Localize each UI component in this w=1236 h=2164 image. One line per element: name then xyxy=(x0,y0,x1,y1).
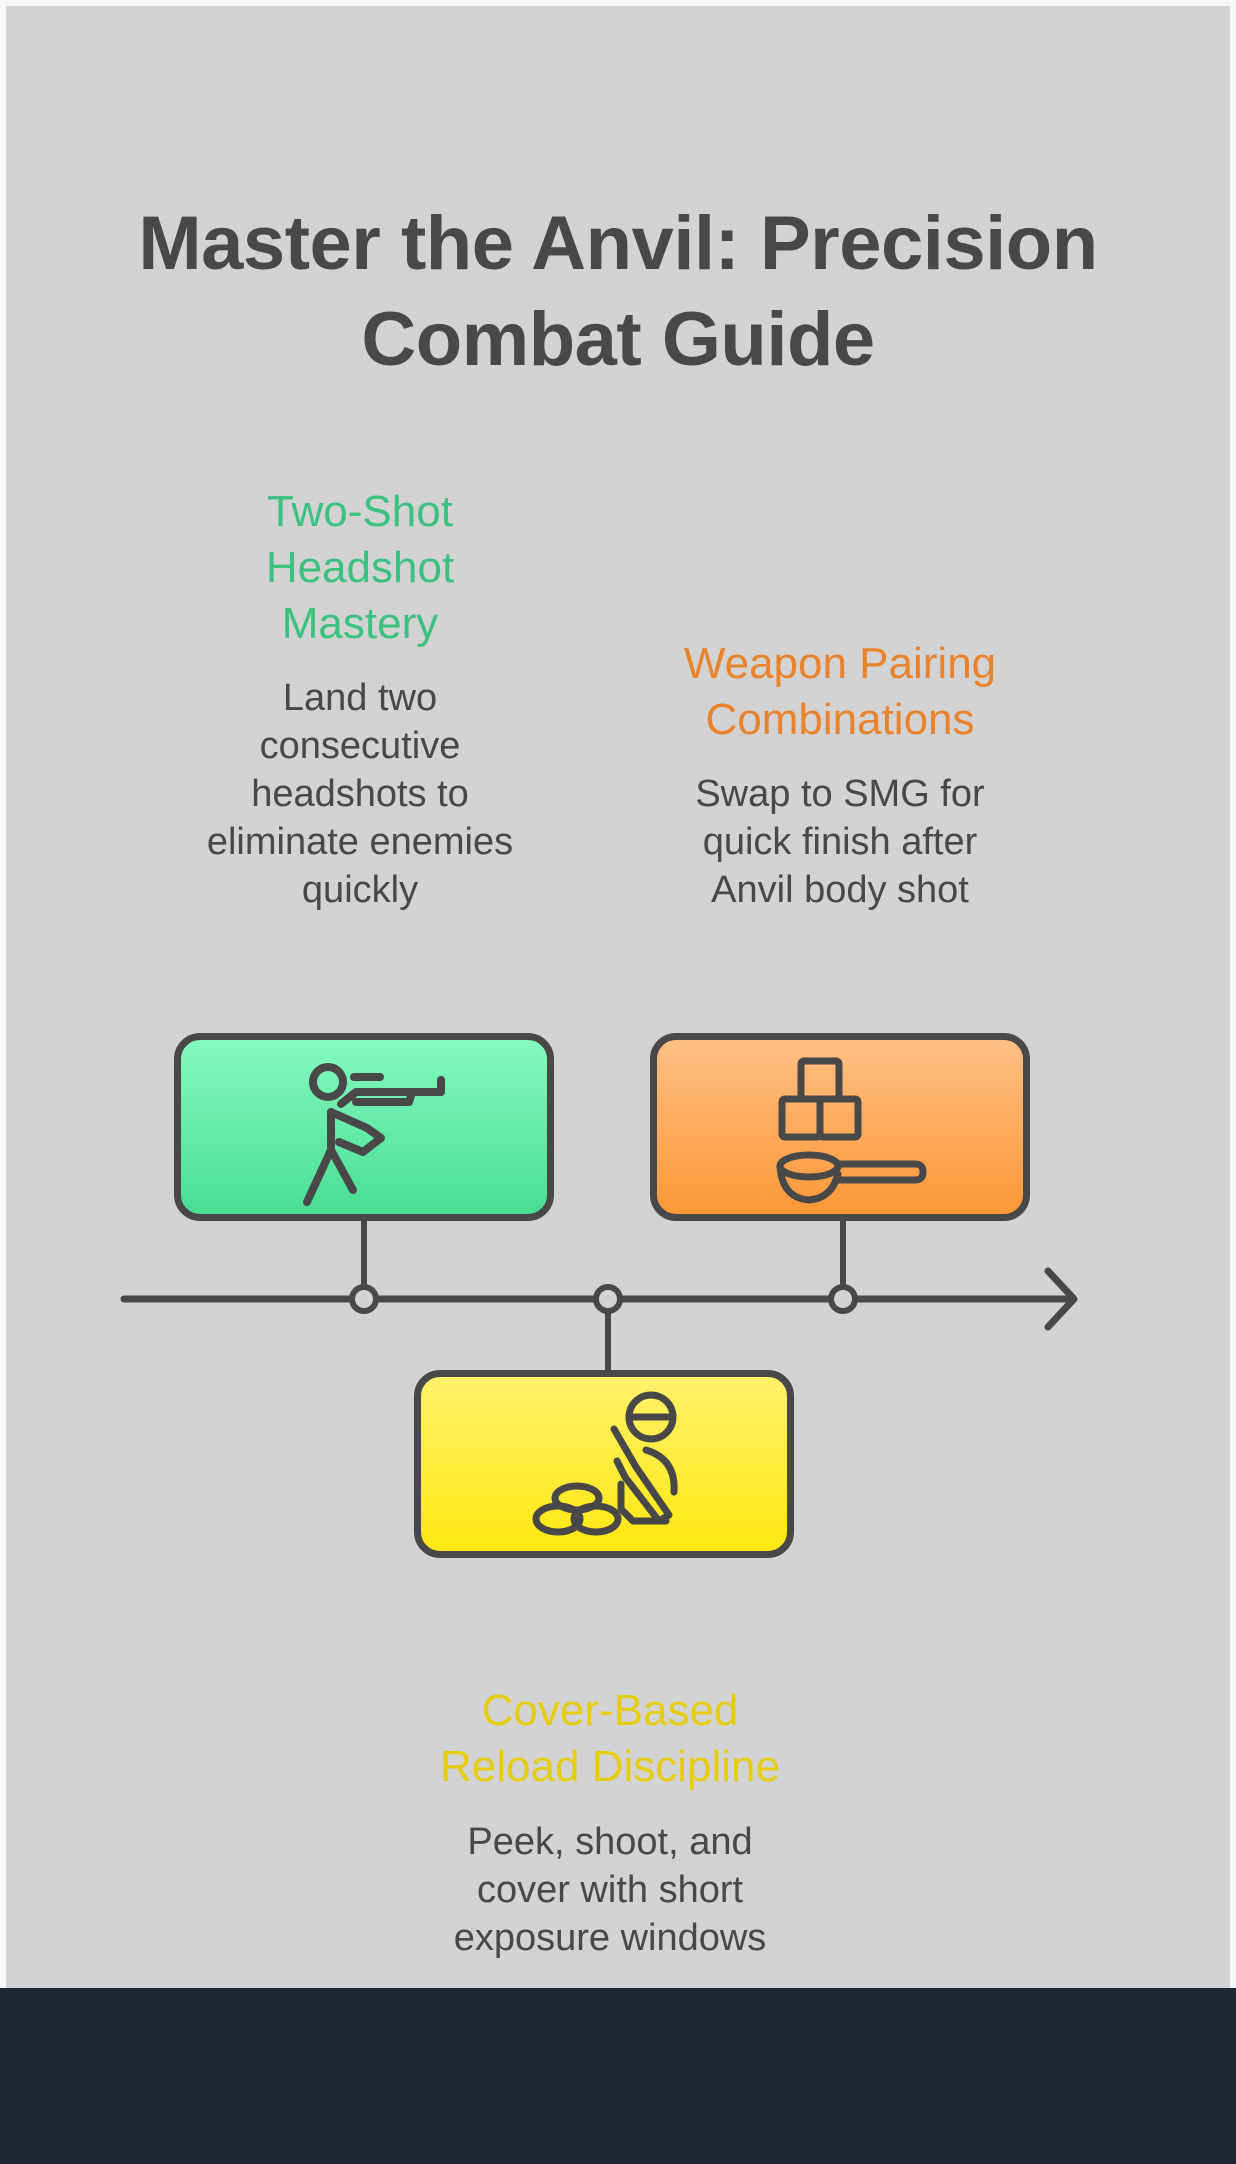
title-line-2: Combat Guide xyxy=(361,297,875,382)
step-1-heading-line: Headshot xyxy=(265,543,455,592)
step-3-description-line: Swap to SMG for xyxy=(695,773,985,815)
step-1-description: Land two consecutive headshots to elimin… xyxy=(160,674,560,914)
step-1-description-line: Land two xyxy=(282,677,438,719)
step-1-description-line: quickly xyxy=(301,869,419,911)
step-2-description-line: Peek, shoot, and xyxy=(467,1821,753,1863)
page-title: Master the Anvil: Precision Combat Guide xyxy=(0,196,1236,388)
step-1-heading-line: Mastery xyxy=(281,599,439,648)
step-2-heading-line: Cover-Based xyxy=(481,1686,739,1735)
step-1-heading: Two-Shot Headshot Mastery xyxy=(160,484,560,652)
step-2-description: Peek, shoot, and cover with short exposu… xyxy=(380,1818,840,1962)
footer-bar xyxy=(0,1988,1236,2164)
step-3-icon-box xyxy=(650,1033,1030,1221)
step-1-description-line: eliminate enemies xyxy=(206,821,514,863)
timeline-arrowhead xyxy=(1044,1267,1078,1331)
step-3-description: Swap to SMG for quick finish after Anvil… xyxy=(640,770,1040,914)
timeline-node-3 xyxy=(828,1284,858,1314)
step-3-heading: Weapon Pairing Combinations xyxy=(640,636,1040,748)
step-1-icon-box xyxy=(174,1033,554,1221)
step-2-icon-box xyxy=(414,1370,794,1558)
step-1-heading-line: Two-Shot xyxy=(267,487,453,536)
rifle-shooter-icon xyxy=(303,1063,445,1206)
step-3-heading-line: Weapon Pairing xyxy=(683,639,997,688)
step-3-description-line: Anvil body shot xyxy=(711,869,969,911)
step-2-description-line: cover with short xyxy=(476,1869,744,1911)
step-1-description-line: consecutive xyxy=(259,725,461,767)
step-3-description-line: quick finish after xyxy=(702,821,978,863)
title-line-1: Master the Anvil: Precision xyxy=(138,201,1098,286)
cubes-and-scoop-icon xyxy=(776,1057,927,1204)
step-1-description-line: headshots to xyxy=(251,773,469,815)
step-2-heading-line: Reload Discipline xyxy=(440,1742,780,1791)
infographic-panel xyxy=(6,6,1230,1988)
step-2-description-line: exposure windows xyxy=(453,1917,767,1959)
soldier-behind-sandbags-icon xyxy=(532,1391,678,1536)
step-3-heading-line: Combinations xyxy=(705,695,975,744)
timeline-node-2 xyxy=(593,1284,623,1314)
step-2-heading: Cover-Based Reload Discipline xyxy=(380,1683,840,1795)
timeline-node-1 xyxy=(349,1284,379,1314)
